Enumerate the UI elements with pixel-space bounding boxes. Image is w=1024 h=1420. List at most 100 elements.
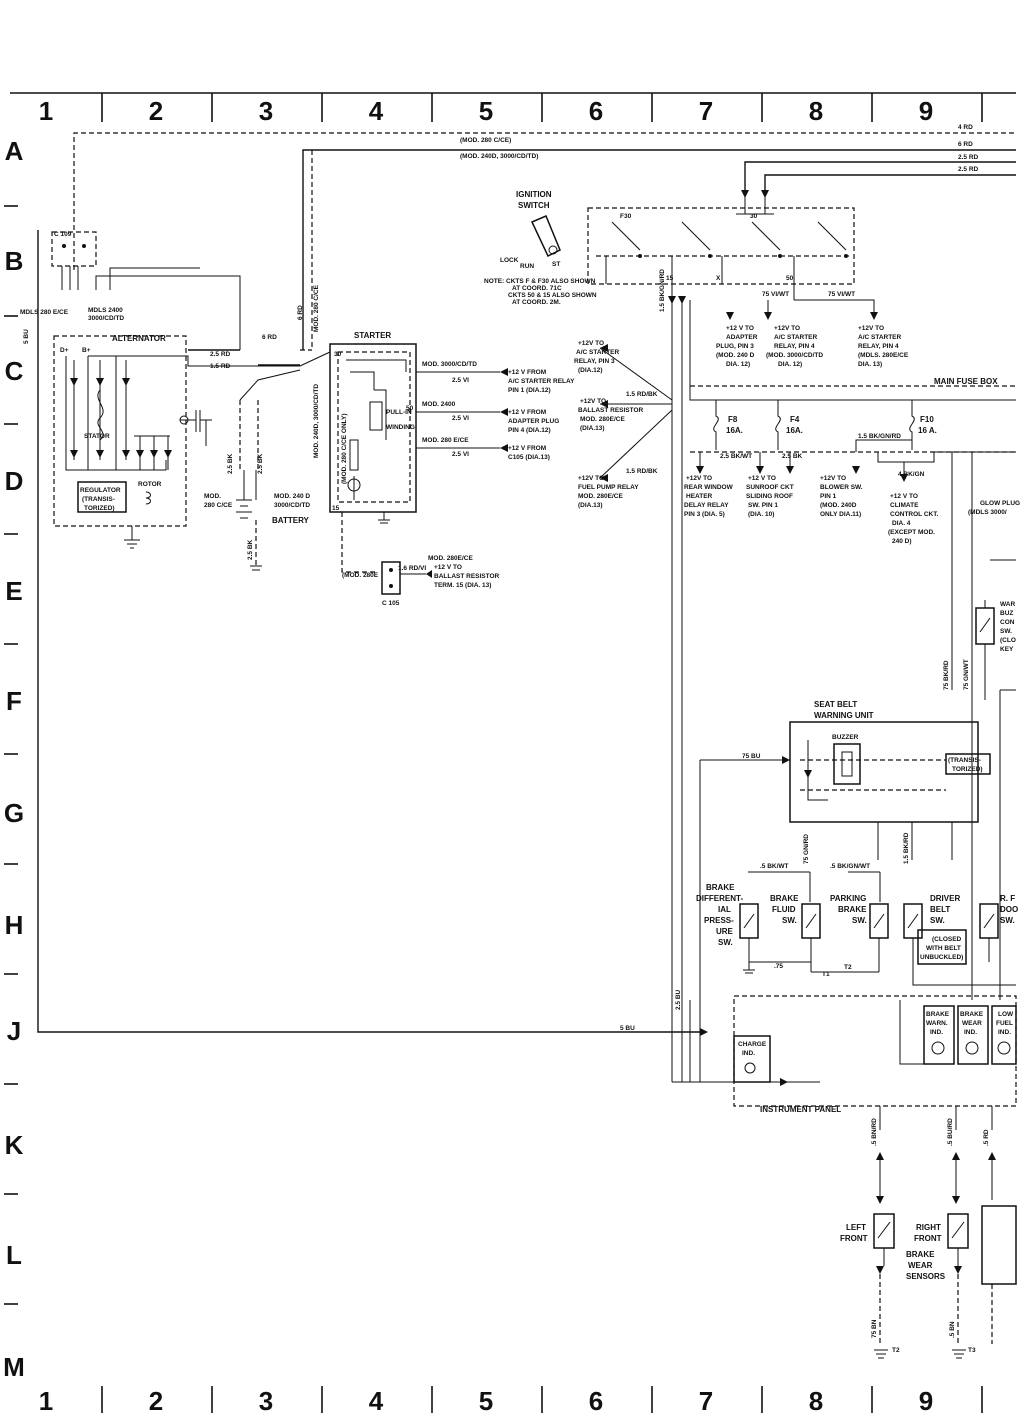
switch-position: LOCK [500, 257, 519, 264]
wire-label: T3 [968, 1347, 976, 1354]
battery: 2.5 BK 2.5 BK 2.5 BK MOD. 280 C/CE MOD. … [188, 334, 310, 571]
right-front-label: FRONT [914, 1234, 942, 1243]
connector-c105 [381, 561, 401, 595]
alternator-label: ALTERNATOR [112, 334, 166, 343]
col-label-bottom: 1 [39, 1386, 53, 1415]
feed-label: DIA. 13) [858, 361, 882, 368]
ballast-label: BALLAST RESISTOR [434, 573, 500, 580]
switch-position: ST [552, 261, 560, 268]
charge-label: IND. [742, 1050, 755, 1057]
source-label: A/C STARTER RELAY [508, 378, 575, 385]
terminal-label: 30 [334, 351, 342, 358]
terminal-label: F30 [620, 213, 632, 220]
regulator-label: TORIZED) [84, 505, 115, 512]
winding-label: WINDING [386, 424, 415, 431]
feed-label: +12V TO [686, 475, 712, 482]
connector-c109 [51, 231, 97, 267]
brake-wear-label: BRAKE [960, 1011, 984, 1018]
wire-label: 1.5 RD/BK [626, 391, 658, 398]
brake-diff-label: BRAKE [706, 883, 735, 892]
brake-fluid-label: BRAKE [770, 894, 799, 903]
feed-label: +12V TO [858, 325, 884, 332]
row-label: C [5, 356, 24, 386]
col-label-top: 9 [919, 96, 933, 126]
feed-label: SW. PIN 1 [748, 502, 778, 509]
key-icon [530, 215, 561, 258]
feed-label: +12V TO [578, 340, 604, 347]
wire-label: 75 VI/WT [828, 291, 855, 298]
charge-label: CHARGE [738, 1041, 767, 1048]
brake-wear-label: IND. [964, 1029, 977, 1036]
fuse-amp: 16A. [726, 426, 743, 435]
feed-label: BLOWER SW. [820, 484, 863, 491]
feed-label: +12 V TO [748, 475, 776, 482]
feed-label: (MOD. 240 D [716, 352, 755, 359]
feed-label: DELAY RELAY [684, 502, 729, 509]
variant-label: 280 C/CE [204, 502, 233, 509]
warn-label: (CLO [1000, 637, 1016, 644]
driver-belt-label: DRIVER [930, 894, 960, 903]
brake-warn-lamp-icon [931, 1041, 945, 1055]
top-bus-wires: (MOD. 280 C/CE) (MOD. 240D, 3000/CD/TD) … [73, 124, 1016, 350]
wire-label: 2.5 RD [210, 351, 231, 358]
vertical-variant-label: (MOD. 280 C/CE ONLY) [341, 413, 348, 484]
charge-lamp-icon [744, 1062, 756, 1074]
regulator-label: (TRANSIS- [82, 496, 115, 503]
row-label: H [5, 910, 24, 940]
variant-label: MDLS 2400 [88, 307, 123, 314]
feed-label: DIA. 4 [892, 520, 911, 527]
starter: 6 RD MOD. 280 C/CE MOD. 240D, 3000/CD/TD… [297, 150, 417, 579]
switch-position: RUN [520, 263, 534, 270]
terminal-label: X [716, 275, 721, 282]
driver-belt-note: UNBUCKLED) [920, 954, 963, 961]
brake-diff-label: SW. [718, 938, 733, 947]
feed-label: FUEL PUMP RELAY [578, 484, 639, 491]
wire-label: 5 BU [620, 1025, 635, 1032]
fuse-label: F8 [728, 415, 738, 424]
source-label: +12 V FROM [508, 369, 546, 376]
feed-label: SUNROOF CKT [746, 484, 794, 491]
parking-brake-label: SW. [852, 916, 867, 925]
col-label-bottom: 5 [479, 1386, 493, 1415]
ballast-label: MOD. 280E/CE [428, 555, 473, 562]
wire-label: 4 RD [958, 124, 973, 131]
feed-label: (DIA.13) [578, 502, 603, 509]
brake-wear-label: WEAR [962, 1020, 982, 1027]
grid-ruler-top: 1 2 3 4 5 6 7 8 9 [10, 92, 1016, 126]
wire-label: 5 BU [23, 329, 30, 344]
brake-warn-label: WARN. [926, 1020, 948, 1027]
feed-label: DIA. 12) [778, 361, 802, 368]
wire-label: 2.5 VI [452, 415, 469, 422]
variant-label: MOD. 2400 [422, 401, 456, 408]
instrument-panel: 5 BU 5 BU CHARGE IND. INSTRUMENT PANEL B… [23, 230, 1017, 1130]
ballast-connector: C 105 1.6 RD/VI MOD. 280E/CE +12 V TO BA… [381, 555, 500, 607]
feed-label: CLIMATE [890, 502, 919, 509]
col-label-bottom: 3 [259, 1386, 273, 1415]
warning-buzzer-contact: WAR BUZ CON SW. (CLO KEY [971, 452, 1016, 1000]
feed-label: 240 D) [892, 538, 912, 545]
rf-door-label: R. F [1000, 894, 1015, 903]
row-label: A [5, 136, 24, 166]
col-label-bottom: 4 [369, 1386, 384, 1415]
feed-label: +12V TO [820, 475, 846, 482]
source-label: +12 V FROM [508, 409, 546, 416]
instrument-panel-label: INSTRUMENT PANEL [760, 1105, 841, 1114]
wire-label: 2.5 BK/WT [720, 453, 752, 460]
wire-label: 1.6 RD/VI [398, 565, 426, 572]
wire-label: .75 [774, 963, 783, 970]
transis-label: (TRANSIS- [948, 757, 981, 764]
row-label: J [7, 1016, 21, 1046]
wire-label: (MOD. 280 C/CE) [460, 137, 511, 144]
feed-label: REAR WINDOW [684, 484, 734, 491]
parking-brake-label: BRAKE [838, 905, 867, 914]
row-label: G [4, 798, 24, 828]
wire-label: .5 RD [983, 1129, 990, 1146]
vertical-wire-labels: 75 BK/RD 75 GN/WT 75 GN/RD 1.5 BK/RD [803, 659, 970, 864]
wire-label: 4 BK/GN [898, 471, 925, 478]
warn-label: CON [1000, 619, 1015, 626]
feed-label: +12V TO [774, 325, 800, 332]
variant-label: MOD. [204, 493, 221, 500]
feed-label: (MDLS. 280E/CE [858, 352, 909, 359]
regulator-label: REGULATOR [80, 487, 121, 494]
